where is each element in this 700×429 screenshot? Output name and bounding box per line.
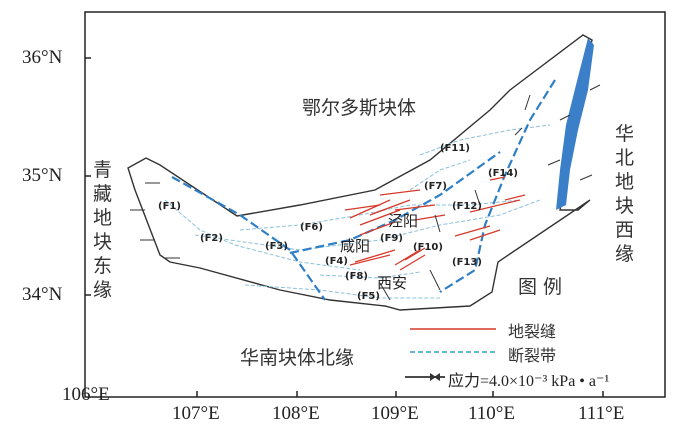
fault-label: (F6): [300, 222, 323, 233]
river: [556, 38, 594, 210]
axis-ticks: [85, 57, 604, 397]
ground-fissures: [344, 176, 526, 271]
region-east: 华北地块西缘: [615, 123, 635, 265]
y-tick: 35°N: [22, 165, 63, 186]
legend-symbols: [405, 328, 496, 381]
fault-label: (F2): [200, 233, 223, 244]
fault-label: (F4): [325, 256, 348, 267]
fault-label: (F5): [357, 291, 380, 302]
region-west: 青藏地块东缘: [93, 159, 113, 301]
fault-label: (F11): [440, 143, 470, 154]
fault-label: (F13): [452, 257, 482, 268]
fault-label: (F10): [413, 242, 443, 253]
x-tick: 106°E: [62, 384, 110, 405]
x-tick: 107°E: [172, 403, 220, 424]
region-north: 鄂尔多斯块体: [302, 97, 417, 119]
region-south: 华南块体北缘: [240, 347, 355, 369]
city-xianyang: 咸阳: [340, 237, 371, 255]
fault-label: (F14): [488, 168, 518, 179]
x-tick: 111°E: [578, 403, 625, 424]
major-faults: [171, 79, 556, 301]
x-tick: 108°E: [272, 403, 320, 424]
fault-label: (F3): [265, 241, 288, 252]
x-tick: 109°E: [371, 403, 419, 424]
y-tick: 36°N: [22, 47, 63, 68]
stress-arrows: [130, 84, 601, 301]
city-jingyang: 泾阳: [388, 212, 419, 230]
basin-outline: [127, 34, 593, 311]
fault-label: (F1): [158, 201, 181, 212]
legend-fault-label: 断裂带: [508, 346, 557, 365]
fault-label: (F7): [424, 181, 447, 192]
x-tick: 110°E: [468, 403, 515, 424]
fault-label: (F12): [452, 201, 482, 212]
fault-label: (F9): [380, 233, 403, 244]
legend-stress-label: 应力=4.0×10⁻³ kPa • a⁻¹: [448, 373, 610, 390]
map-frame: [84, 11, 666, 398]
legend-title: 图 例: [518, 276, 563, 298]
city-xian: 西安: [377, 274, 408, 292]
y-tick: 34°N: [22, 284, 63, 305]
legend-fissure-label: 地裂缝: [508, 322, 557, 341]
fault-label: (F8): [345, 271, 368, 282]
